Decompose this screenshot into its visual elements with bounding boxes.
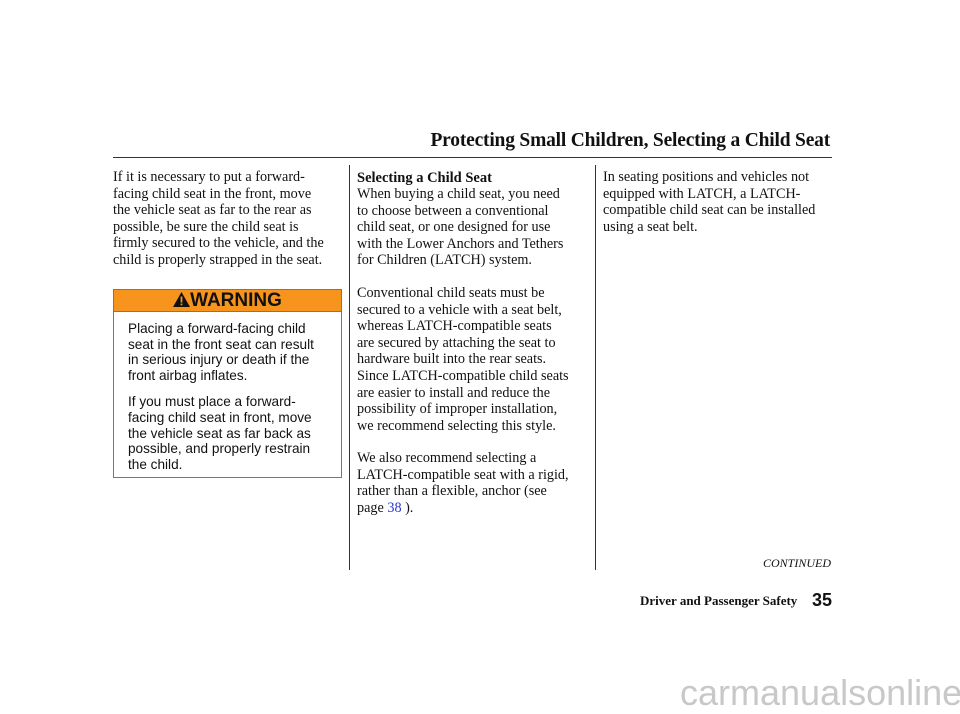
warning-header: WARNING bbox=[114, 290, 341, 312]
left-intro-paragraph: If it is necessary to put a forward- fac… bbox=[113, 169, 324, 268]
page-link[interactable]: 38 bbox=[387, 499, 402, 516]
page-number: 35 bbox=[812, 590, 833, 610]
warning-box: WARNING Placing a forward-facing child s… bbox=[113, 289, 342, 478]
continued-label: CONTINUED bbox=[762, 556, 831, 570]
middle-paragraph-1: When buying a child seat, you need to ch… bbox=[357, 186, 564, 269]
middle-paragraph-2: Conventional child seats must be secured… bbox=[357, 285, 562, 368]
warning-paragraph-1: Placing a forward-facing child seat in t… bbox=[128, 321, 314, 383]
warning-label: WARNING bbox=[190, 290, 282, 311]
section-heading: Selecting a Child Seat bbox=[357, 170, 492, 186]
column-divider bbox=[595, 165, 596, 570]
warning-paragraph-2: If you must place a forward- facing chil… bbox=[128, 394, 312, 472]
paragraph-text: We also recommend selecting a LATCH-comp… bbox=[357, 450, 569, 516]
column-divider bbox=[349, 165, 350, 570]
page-title: Protecting Small Children, Selecting a C… bbox=[430, 130, 830, 151]
middle-paragraph-4: We also recommend selecting a LATCH-comp… bbox=[357, 450, 569, 516]
footer-section: Driver and Passenger Safety bbox=[640, 593, 798, 608]
middle-paragraph-3: Since LATCH-compatible child seats are e… bbox=[357, 368, 569, 434]
title-rule bbox=[113, 157, 832, 158]
watermark: carmanualsonline.info bbox=[680, 672, 960, 713]
paragraph-text-end: ). bbox=[401, 499, 414, 516]
right-paragraph-1: In seating positions and vehicles not eq… bbox=[603, 169, 816, 235]
warning-triangle-icon bbox=[173, 292, 191, 307]
